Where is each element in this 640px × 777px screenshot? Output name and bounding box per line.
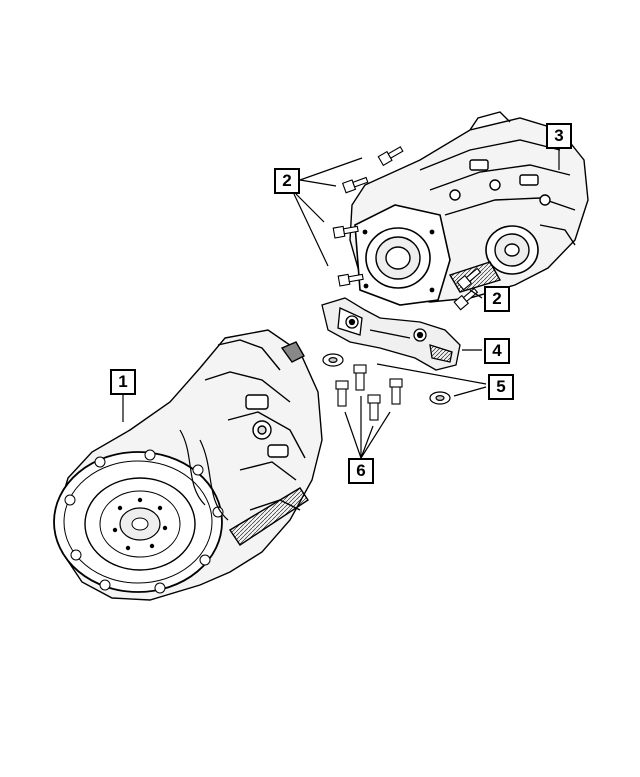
transmission-illustration: [53, 329, 323, 601]
transfer-case-illustration: [349, 111, 589, 306]
mount-bracket-illustration: [321, 297, 461, 371]
callout-number: 4: [492, 341, 502, 360]
callout-number: 6: [356, 461, 366, 480]
bolts-lower-illustration: [335, 364, 403, 421]
callout-number: 2: [282, 171, 292, 190]
callout-number: 5: [496, 377, 506, 396]
callout-6-bolt[interactable]: 6: [348, 458, 374, 484]
callout-2-bolt-upper[interactable]: 2: [274, 168, 300, 194]
bolts-upper-illustration: [332, 146, 482, 311]
callout-5-washer[interactable]: 5: [488, 374, 514, 400]
callout-number: 3: [554, 126, 564, 145]
callout-4-mount-bracket[interactable]: 4: [484, 338, 510, 364]
callout-number: 1: [118, 372, 128, 391]
callout-1-transmission[interactable]: 1: [110, 369, 136, 395]
callout-3-transfer-case[interactable]: 3: [546, 123, 572, 149]
callout-2-bolt-lower[interactable]: 2: [484, 286, 510, 312]
callout-number: 2: [492, 289, 502, 308]
washers-illustration: [322, 353, 451, 405]
leader-lines: [122, 147, 560, 459]
